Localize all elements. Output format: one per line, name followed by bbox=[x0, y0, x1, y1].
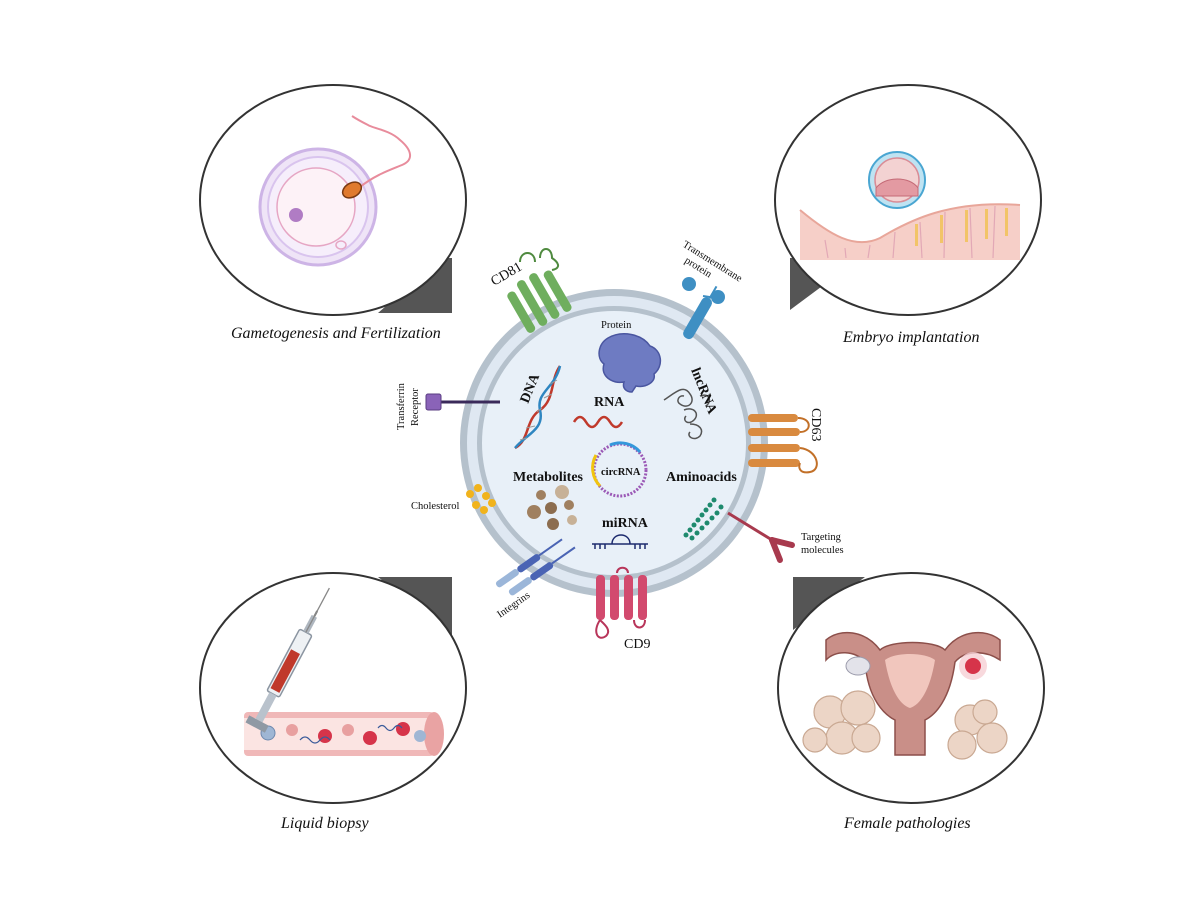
metabolites-icon bbox=[527, 485, 577, 530]
integrins-icon bbox=[495, 538, 576, 596]
implantation-panel bbox=[774, 84, 1042, 316]
label-aminoacids: Aminoacids bbox=[666, 470, 737, 485]
label-cd63: CD63 bbox=[808, 408, 823, 441]
caption-gametogenesis: Gametogenesis and Fertilization bbox=[231, 325, 441, 342]
caption-embryo-implantation: Embryo implantation bbox=[843, 329, 980, 346]
cd81-icon bbox=[507, 248, 572, 333]
label-circrna: circRNA bbox=[601, 467, 641, 478]
label-metabolites: Metabolites bbox=[513, 470, 584, 485]
targeting-molecule-icon bbox=[727, 511, 795, 563]
label-cholesterol: Cholesterol bbox=[411, 501, 459, 512]
dna-icon bbox=[514, 365, 562, 450]
female-pathologies-panel bbox=[777, 572, 1045, 804]
nucleus-icon bbox=[289, 208, 303, 222]
cells-right-icon bbox=[947, 699, 1008, 760]
lncrna-icon bbox=[663, 388, 711, 440]
label-transferrin-line1: Transferrin bbox=[396, 382, 407, 430]
cholesterol-icon bbox=[466, 484, 496, 514]
cells-left-icon bbox=[802, 690, 881, 755]
protein-icon bbox=[598, 333, 662, 393]
sperm-head-icon bbox=[341, 181, 363, 199]
transmembrane-protein-icon bbox=[682, 277, 725, 340]
aminoacids-icon bbox=[683, 497, 724, 541]
rna-icon bbox=[572, 415, 624, 429]
mirna-icon bbox=[592, 534, 648, 549]
syringe-icon bbox=[245, 587, 330, 733]
cd63-icon bbox=[748, 414, 818, 474]
liquid-biopsy-panel bbox=[199, 572, 467, 804]
label-transferrin-line2: Receptor bbox=[410, 388, 421, 426]
label-targeting-line1: Targeting bbox=[801, 532, 842, 543]
oocyte-icon bbox=[276, 167, 356, 247]
sperm-tail-icon bbox=[351, 115, 411, 188]
transferrin-receptor-icon bbox=[425, 393, 500, 411]
label-targeting-line2: molecules bbox=[801, 545, 844, 556]
uterus-icon bbox=[825, 631, 1001, 756]
label-cd9: CD9 bbox=[624, 637, 650, 652]
caption-female-pathologies: Female pathologies bbox=[844, 815, 971, 832]
cd9-icon bbox=[595, 566, 647, 639]
label-rna: RNA bbox=[594, 395, 625, 410]
label-protein: Protein bbox=[601, 320, 632, 331]
caption-liquid-biopsy: Liquid biopsy bbox=[281, 815, 369, 832]
label-mirna: miRNA bbox=[602, 516, 649, 531]
fertilization-panel bbox=[199, 84, 467, 316]
